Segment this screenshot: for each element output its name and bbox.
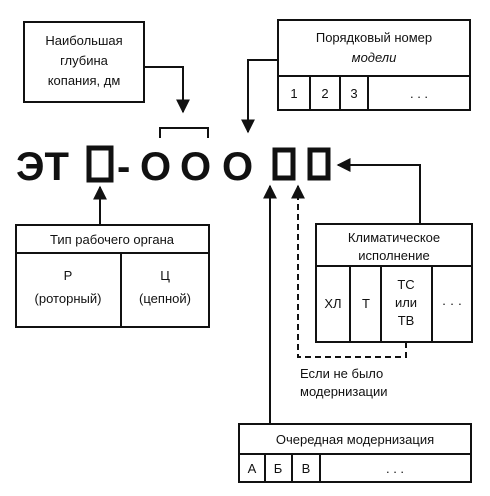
mod-cell-v: В — [302, 461, 311, 476]
climate-placeholder — [307, 147, 331, 181]
depth-connector-arrow — [144, 66, 190, 114]
depth-digits-bracket — [159, 127, 209, 138]
mod-title: Очередная модернизация — [276, 432, 434, 447]
code-digit-1: О — [140, 145, 171, 189]
model-title-line-2: модели — [352, 50, 397, 65]
organ-title: Тип рабочего органа — [50, 232, 175, 247]
no-mod-note-line-1: Если не было — [300, 366, 383, 381]
climate-cell-t: Т — [362, 296, 370, 311]
code-prefix: ЭТ — [16, 145, 69, 189]
mod-cell-a: А — [248, 461, 257, 476]
model-title-line-1: Порядковый номер — [316, 30, 432, 45]
climate-cell-tv: ТВ — [398, 313, 415, 328]
climate-cell-ellipsis: · · · — [442, 296, 462, 311]
climate-cell-or: или — [395, 295, 417, 310]
model-number-box: Порядковый номер модели 1 2 3 . . . — [277, 19, 471, 111]
climate-connector-arrow — [336, 158, 421, 224]
mod-cell-ellipsis: . . . — [386, 461, 404, 476]
model-cell-2: 2 — [321, 86, 328, 101]
no-mod-note-line-2: модернизации — [300, 384, 388, 399]
climate-box: Климатическое исполнение ХЛ Т ТС или ТВ … — [315, 223, 473, 343]
climate-title-line-2: исполнение — [358, 248, 429, 263]
climate-cell-tc: ТС — [397, 277, 414, 292]
model-code: ЭТ - О О О — [16, 145, 331, 189]
organ-option-rotor-letter: Р — [64, 268, 73, 283]
model-cell-ellipsis: . . . — [410, 86, 428, 101]
organ-option-chain-letter: Ц — [160, 268, 170, 283]
modernization-placeholder — [272, 147, 296, 181]
mod-cell-b: Б — [274, 461, 283, 476]
code-digit-3: О — [222, 145, 253, 189]
organ-type-placeholder — [86, 145, 114, 183]
depth-label-line-1: Наибольшая — [45, 33, 122, 48]
depth-label-line-3: копания, дм — [48, 73, 121, 88]
climate-cell-hl: ХЛ — [324, 296, 341, 311]
depth-label-line-2: глубина — [60, 53, 109, 68]
code-digit-2: О — [180, 145, 211, 189]
code-hyphen: - — [117, 145, 130, 189]
organ-type-box: Тип рабочего органа Р (роторный) Ц (цепн… — [15, 224, 210, 328]
climate-title-line-1: Климатическое — [348, 230, 440, 245]
organ-option-chain-desc: (цепной) — [139, 291, 191, 306]
model-connector-arrow — [241, 59, 278, 134]
depth-box: Наибольшая глубина копания, дм — [23, 21, 145, 103]
modernization-box: Очередная модернизация А Б В . . . — [238, 423, 472, 483]
model-cell-3: 3 — [350, 86, 357, 101]
organ-option-rotor-desc: (роторный) — [35, 291, 102, 306]
model-cell-1: 1 — [290, 86, 297, 101]
